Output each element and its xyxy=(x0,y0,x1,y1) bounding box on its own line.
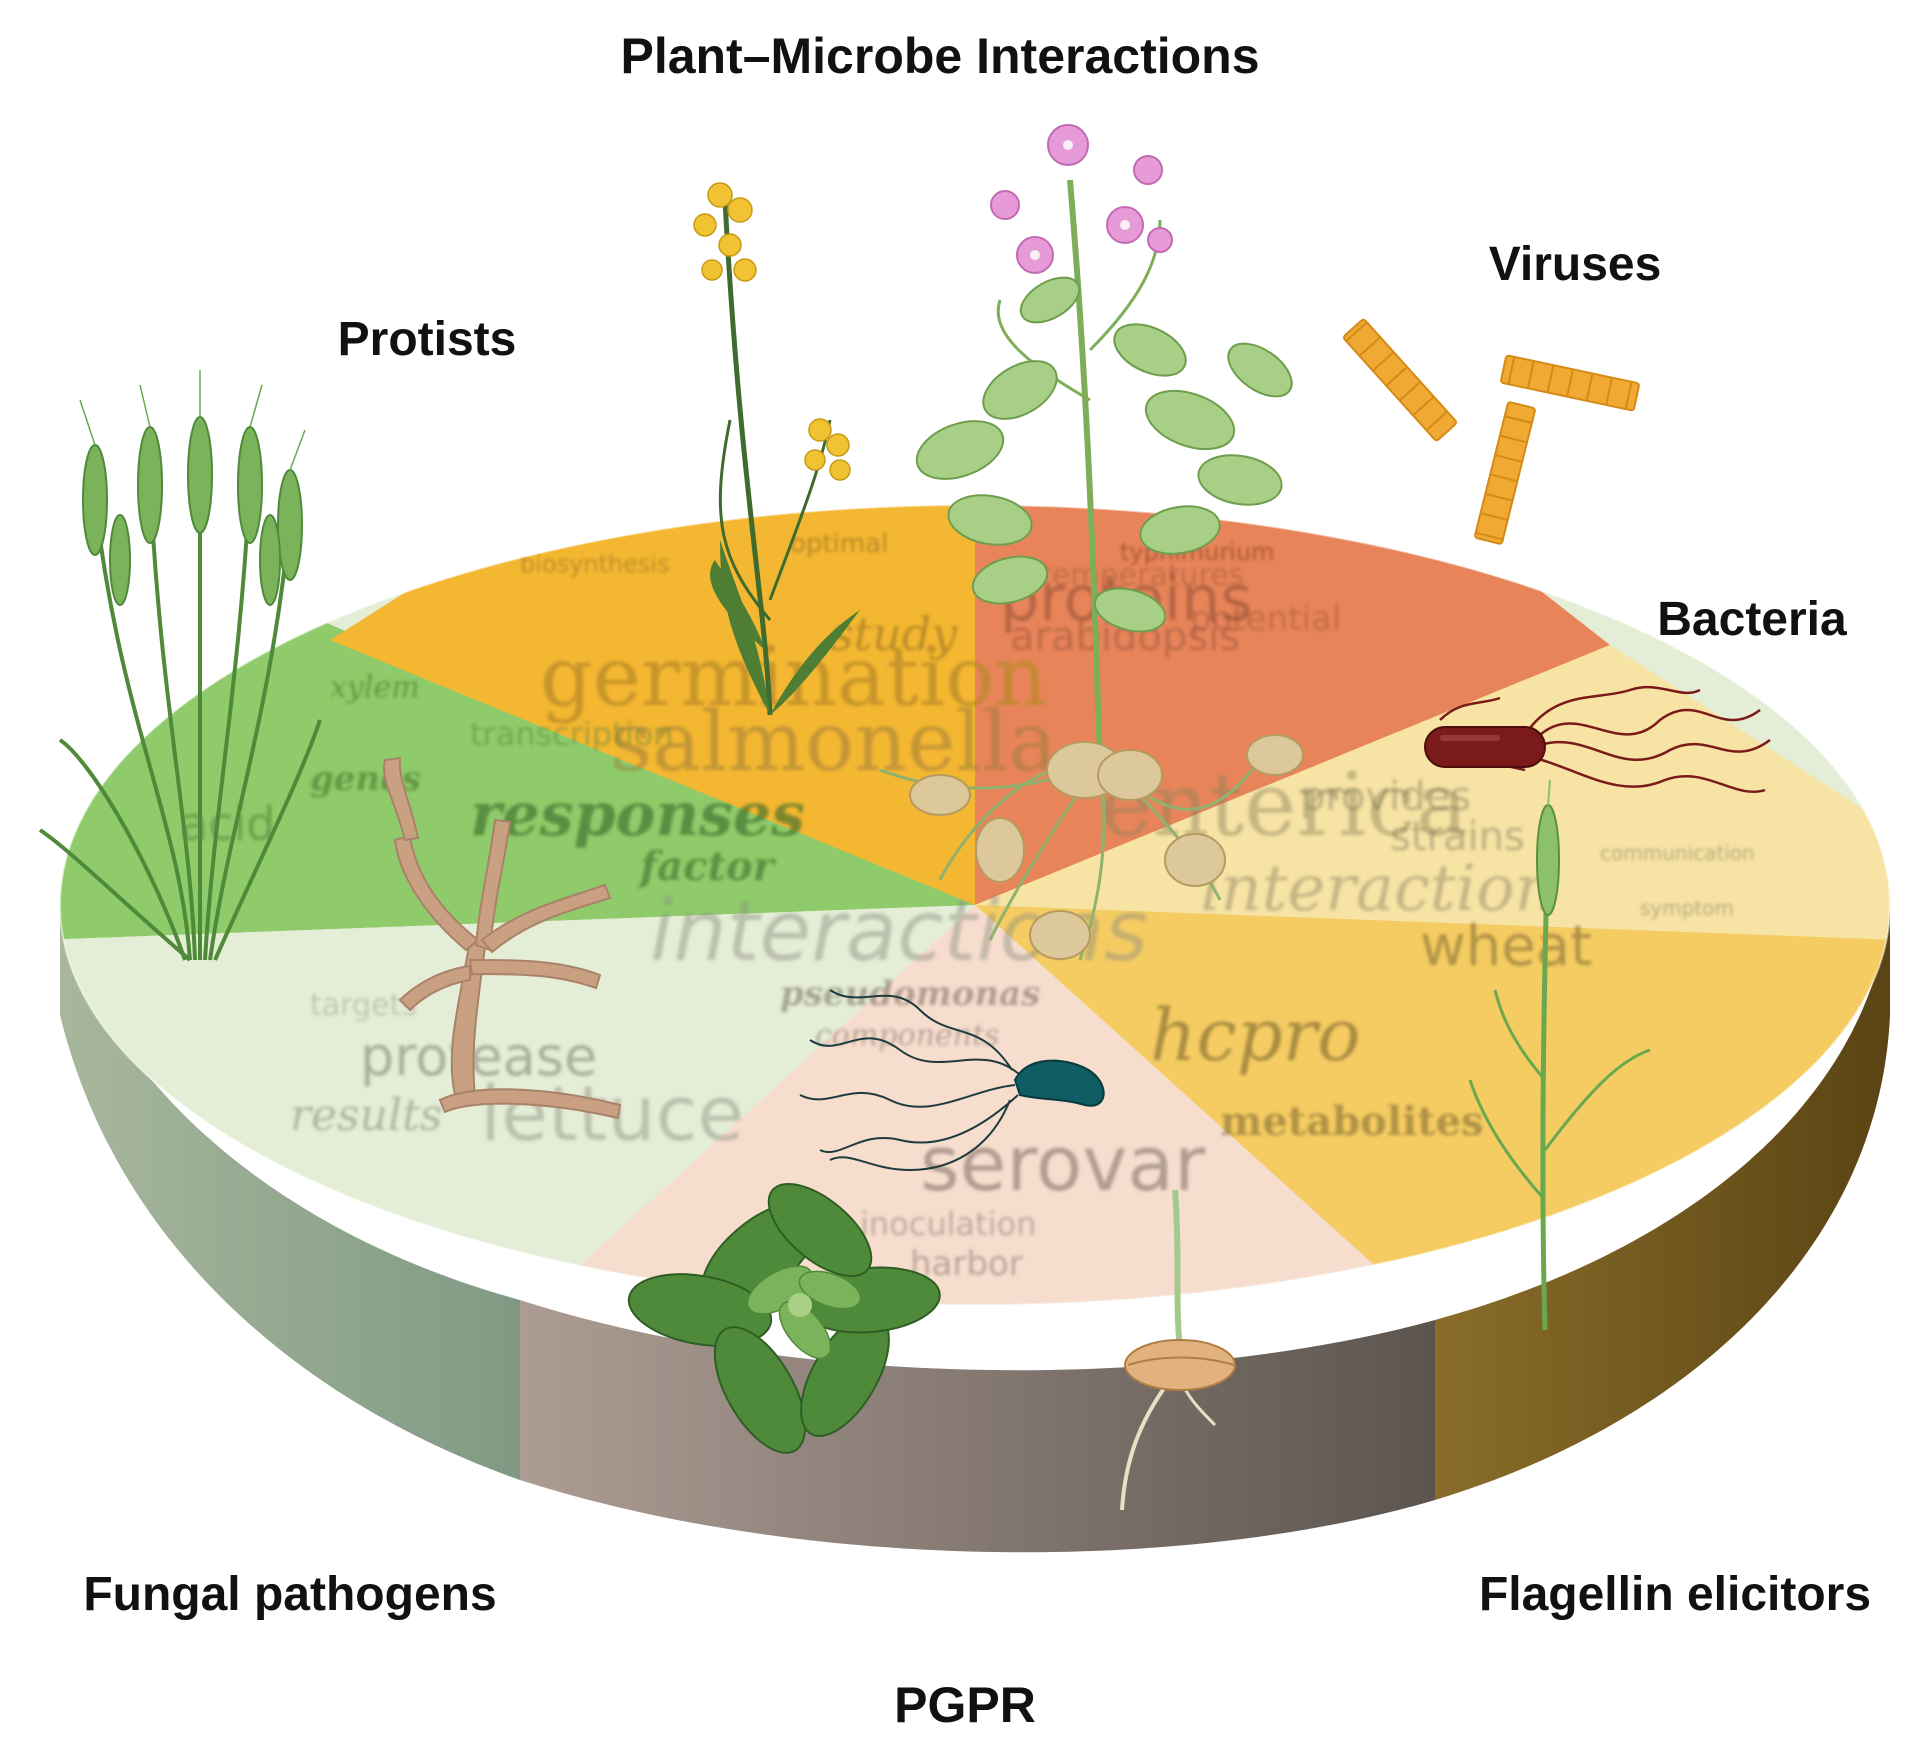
virus-rod-icon xyxy=(1474,401,1536,545)
rod-bacterium-icon xyxy=(1424,685,1771,793)
word-transcription: transcription xyxy=(470,715,674,753)
potato-plant-icon xyxy=(879,124,1304,961)
wheat-seedling-icon xyxy=(1468,779,1651,1331)
label-bacteria: Bacteria xyxy=(1657,593,1847,646)
word-serovar: serovar xyxy=(920,1119,1206,1208)
virus-rod-icon xyxy=(1500,354,1640,412)
word-inoculation: inoculation xyxy=(860,1205,1036,1243)
word-provides: provides xyxy=(1300,774,1471,820)
diagram-title: Plant–Microbe Interactions xyxy=(620,28,1259,84)
sector-pgpr xyxy=(520,905,1435,1305)
label-viruses: Viruses xyxy=(1489,238,1662,291)
rosette-plant-icon xyxy=(627,1182,941,1454)
word-study: study xyxy=(830,607,958,661)
disc-side-flagellin xyxy=(1435,905,1890,1500)
virus-rods xyxy=(1342,318,1640,545)
label-fungal-pathogens: Fungal pathogens xyxy=(83,1568,496,1621)
label-pgpr: PGPR xyxy=(894,1677,1036,1733)
word-interaction: interaction xyxy=(1200,852,1556,926)
word-results: results xyxy=(290,1090,442,1141)
word-cloud: germination salmonella proteins arabidop… xyxy=(180,529,1755,1284)
disc-side-fungal xyxy=(60,905,520,1480)
word-factor: factor xyxy=(637,843,777,890)
word-pseudomonas: pseudomonas xyxy=(780,974,1040,1014)
word-strains: strains xyxy=(1390,814,1525,860)
word-metabolites: metabolites xyxy=(1220,1098,1484,1145)
word-communication: communication xyxy=(1600,841,1755,865)
germinating-seed-icon xyxy=(1120,1189,1236,1511)
label-flagellin-elicitors: Flagellin elicitors xyxy=(1479,1568,1871,1621)
rapeseed-plant-icon xyxy=(693,182,860,716)
disc-side-pgpr xyxy=(520,1300,1435,1553)
word-xylem: xylem xyxy=(330,670,420,705)
word-components: components xyxy=(815,1018,999,1053)
word-symptom: symptom xyxy=(1640,896,1734,920)
labels: Plant–Microbe Interactions Protists Viru… xyxy=(83,28,1871,1733)
word-optimal: optimal xyxy=(790,529,888,559)
word-salmonella: salmonella xyxy=(610,695,1057,790)
word-protease: protease xyxy=(360,1025,597,1088)
sector-green xyxy=(60,620,975,940)
hyphae-icon xyxy=(383,756,622,1120)
virus-rod-icon xyxy=(1342,318,1458,442)
word-biosynthesis: biosynthesis xyxy=(520,550,670,578)
word-potential: potential xyxy=(1190,599,1341,639)
word-targets: targets xyxy=(310,988,417,1023)
label-protists: Protists xyxy=(338,313,517,366)
word-acid: acid xyxy=(180,797,275,851)
sector-protists xyxy=(330,505,975,905)
flagellated-bacterium-icon xyxy=(799,989,1105,1172)
word-responses: responses xyxy=(470,780,805,850)
word-hcpro: hcpro xyxy=(1150,993,1361,1077)
word-wheat: wheat xyxy=(1420,914,1592,979)
word-temperatures: temperatures xyxy=(1040,558,1244,593)
wheat-plant-icon xyxy=(38,370,322,962)
